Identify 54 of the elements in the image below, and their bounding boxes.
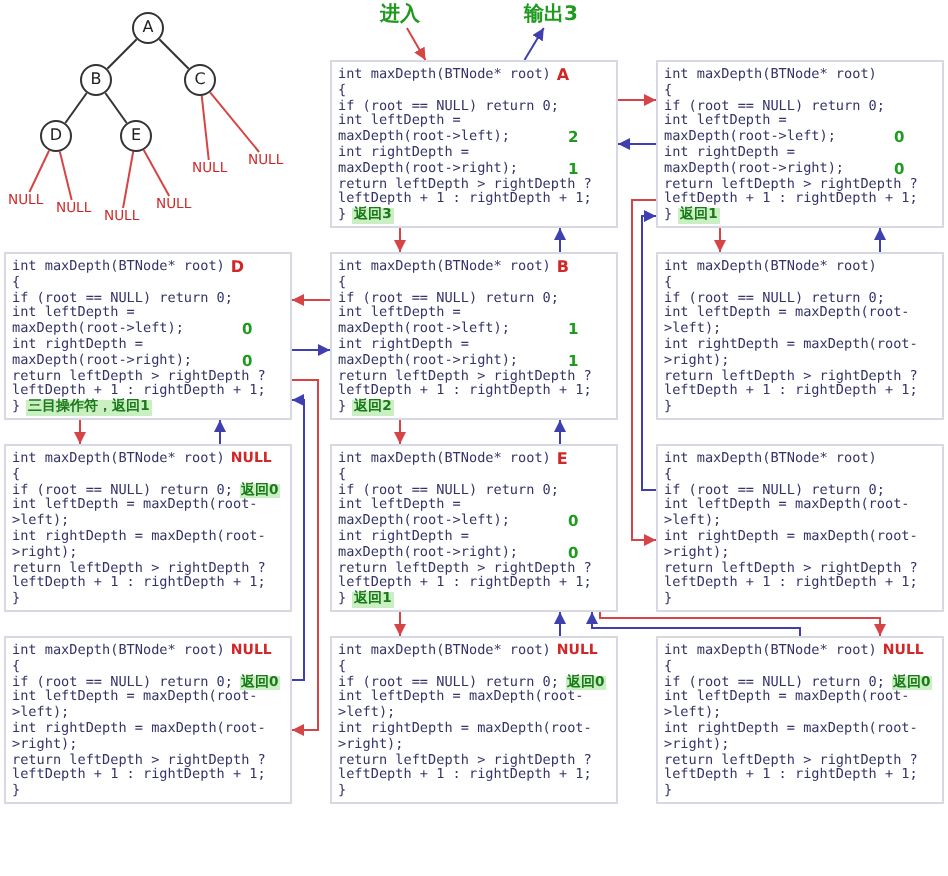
tree-node: A <box>132 12 164 44</box>
node-letter: D <box>230 260 245 276</box>
arrow <box>554 611 566 637</box>
connector-line <box>106 38 138 70</box>
arrow <box>291 379 319 736</box>
code-block <box>656 636 944 804</box>
code-block <box>4 636 292 804</box>
arrow <box>394 611 406 637</box>
arrow <box>74 419 86 445</box>
connector-line <box>122 150 135 209</box>
code-block <box>330 60 618 228</box>
arrow <box>617 138 657 150</box>
code-block <box>656 60 944 228</box>
code-block <box>330 636 618 804</box>
connector-line <box>209 91 261 153</box>
code-block <box>330 252 618 420</box>
tree-node: D <box>40 120 72 152</box>
connector-line <box>58 150 73 201</box>
tree-node: B <box>80 64 112 96</box>
node-letter: E <box>556 452 568 468</box>
code-block <box>4 252 292 420</box>
arrow <box>641 210 657 491</box>
code-block <box>330 444 618 612</box>
code-block <box>656 252 944 420</box>
code-block <box>4 444 292 612</box>
arrow <box>599 611 886 637</box>
node-letter: B <box>556 260 570 276</box>
connector-line <box>104 92 128 124</box>
tree-node: C <box>184 64 216 96</box>
tree-node: E <box>120 120 152 152</box>
connector-line <box>64 92 88 124</box>
arrow <box>214 419 226 445</box>
arrow <box>394 419 406 445</box>
arrow <box>586 611 801 637</box>
connector-line <box>28 149 51 193</box>
flow-label: 输出3 <box>524 4 578 28</box>
arrow <box>554 419 566 445</box>
arrow <box>714 227 726 253</box>
code-block <box>656 444 944 612</box>
arrow <box>554 227 566 253</box>
connector-line <box>200 94 210 161</box>
connector-line <box>158 38 190 70</box>
node-letter: A <box>556 68 570 84</box>
arrow <box>617 94 657 106</box>
flow-label: 进入 <box>380 4 420 28</box>
arrow <box>874 227 886 253</box>
arrow <box>405 27 427 61</box>
arrow <box>291 394 305 681</box>
arrow <box>291 344 331 356</box>
arrow <box>394 227 406 253</box>
connector-line <box>142 149 171 197</box>
arrow <box>631 199 657 546</box>
arrow <box>291 294 331 306</box>
arrow <box>523 27 545 61</box>
